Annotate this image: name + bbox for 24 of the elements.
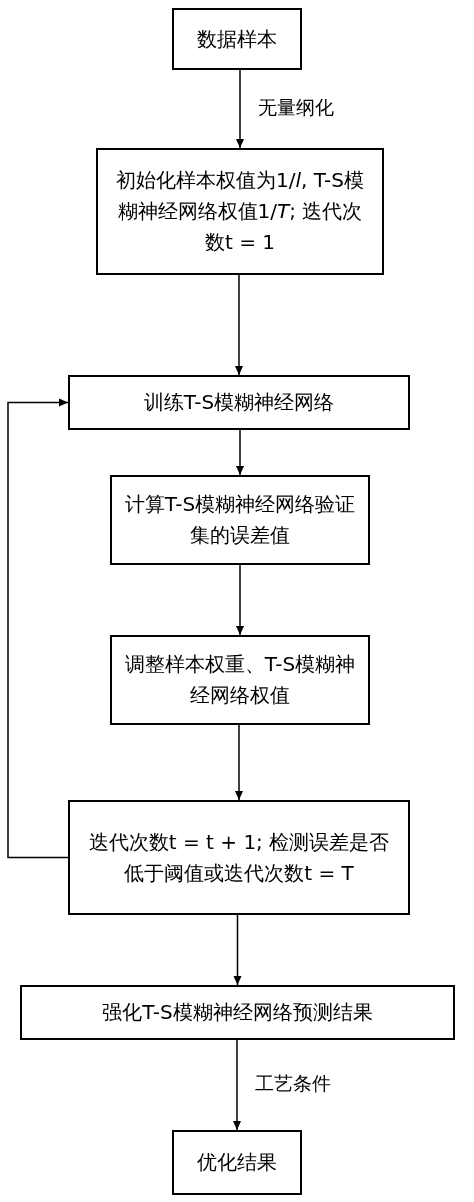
box-text: 初始化样本权值为1/l, T-S模糊神经网络权值1/T; 迭代次数t = 1	[114, 167, 365, 256]
arrow	[235, 274, 243, 376]
arrow	[7, 398, 69, 859]
arrow	[235, 724, 243, 801]
arrow	[233, 1039, 241, 1131]
process-box	[110, 475, 370, 565]
arrow	[236, 564, 244, 636]
arrow	[236, 69, 244, 149]
box-text: 计算T-S模糊神经网络验证集的误差值	[124, 491, 356, 549]
process-box	[68, 375, 410, 430]
process-box	[96, 148, 384, 275]
process-box	[110, 635, 370, 725]
arrow	[236, 429, 244, 476]
box-text: 强化T-S模糊神经网络预测结果	[102, 999, 373, 1026]
arrow	[233, 914, 242, 986]
process-box	[20, 985, 455, 1040]
process-box	[172, 1130, 302, 1195]
box-text: 数据样本	[197, 25, 277, 53]
box-text: 优化结果	[197, 1149, 277, 1176]
box-text: 训练T-S模糊神经网络	[143, 389, 335, 416]
box-text: 迭代次数t = t + 1; 检测误差是否低于阈值或迭代次数t = T	[87, 828, 391, 887]
process-box	[68, 800, 410, 915]
box-text: 调整样本权重、T-S模糊神经网络权值	[124, 651, 356, 709]
process-box	[172, 8, 302, 70]
